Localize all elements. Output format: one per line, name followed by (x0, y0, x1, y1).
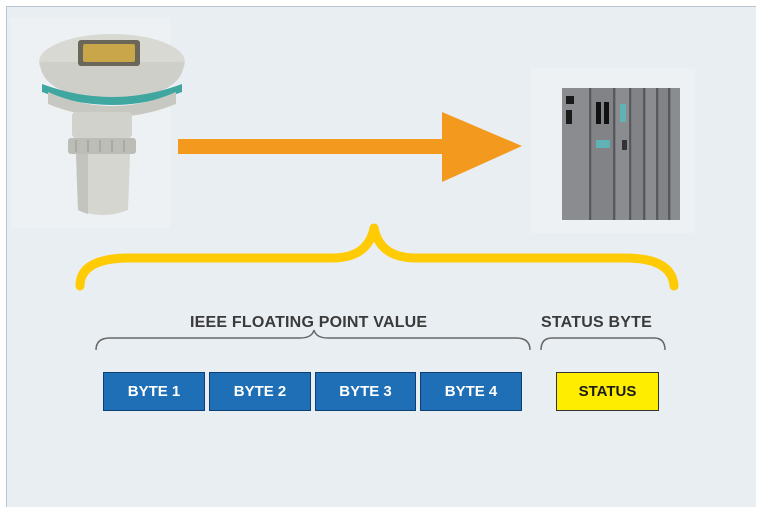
byte-1-box: BYTE 1 (103, 372, 205, 411)
float-value-bracket (95, 329, 531, 351)
byte-4-box: BYTE 4 (420, 372, 522, 411)
byte-3-box: BYTE 3 (315, 372, 416, 411)
plc-rack-icon (562, 88, 680, 220)
float-value-label: IEEE FLOATING POINT VALUE (190, 314, 428, 331)
byte-2-box: BYTE 2 (209, 372, 311, 411)
status-byte-bracket (540, 337, 666, 351)
level-transmitter-icon (39, 34, 185, 215)
status-box: STATUS (556, 372, 659, 411)
status-byte-label: STATUS BYTE (541, 314, 652, 331)
yellow-brace (75, 223, 679, 291)
data-flow-arrow (178, 112, 522, 182)
